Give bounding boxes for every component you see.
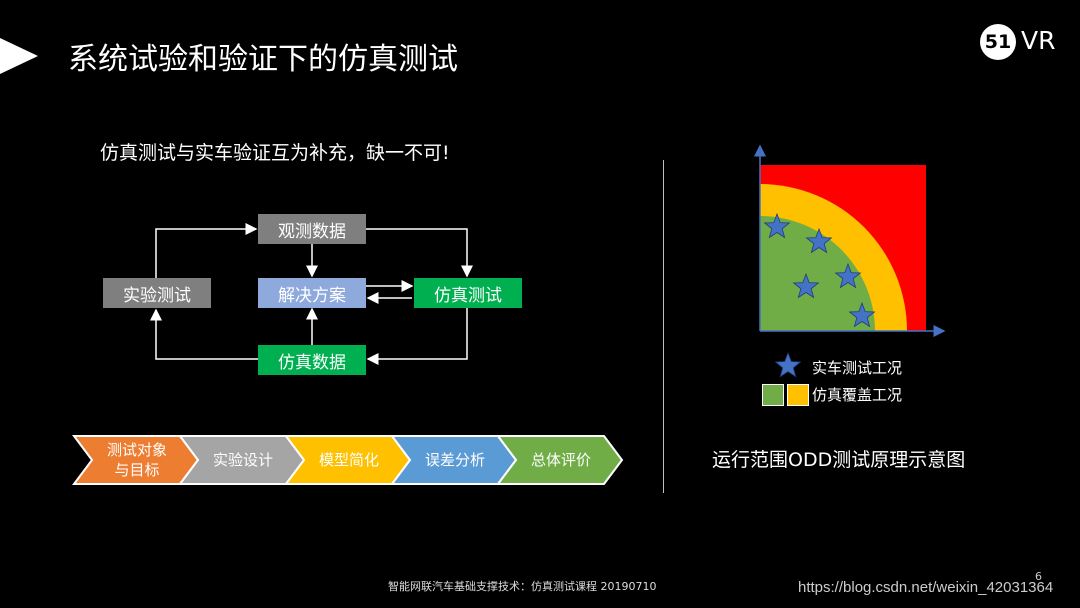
legend-green-swatch bbox=[762, 384, 784, 406]
box-observe-data: 观测数据 bbox=[258, 214, 366, 244]
vertical-divider bbox=[663, 160, 664, 493]
odd-caption: 运行范围ODD测试原理示意图 bbox=[712, 449, 966, 471]
arrow-observe-to-simtest bbox=[366, 228, 473, 278]
arrow-simtest-to-simdata bbox=[366, 307, 468, 365]
arrow-simdata-to-experiment bbox=[150, 308, 258, 360]
process-step-3: 模型简化 bbox=[318, 450, 379, 469]
legend-sim-coverage-label: 仿真覆盖工况 bbox=[812, 386, 903, 404]
odd-star-icon bbox=[805, 227, 833, 254]
process-step-2: 实验设计 bbox=[212, 450, 273, 469]
chevron-5 bbox=[496, 435, 624, 485]
logo-mark: 51 bbox=[980, 24, 1016, 60]
box-sim-data: 仿真数据 bbox=[258, 345, 366, 375]
slide-marker-triangle bbox=[0, 38, 38, 74]
box-solution: 解决方案 bbox=[258, 278, 366, 308]
odd-star-icon bbox=[763, 212, 791, 239]
process-chevrons bbox=[72, 435, 624, 485]
box-experiment-test: 实验测试 bbox=[103, 278, 211, 308]
odd-star-icon bbox=[834, 262, 862, 289]
arrow-experiment-to-observe bbox=[155, 223, 258, 278]
process-step-4: 误差分析 bbox=[424, 450, 485, 469]
logo-text: VR bbox=[1021, 26, 1056, 55]
page-number: 6 bbox=[1035, 570, 1042, 583]
process-step-1: 测试对象 与目标 bbox=[106, 440, 167, 479]
odd-star-icon bbox=[848, 301, 876, 328]
odd-green-region bbox=[760, 216, 875, 331]
slide-title: 系统试验和验证下的仿真测试 bbox=[68, 42, 458, 77]
legend-star-icon bbox=[774, 352, 802, 378]
box-sim-test: 仿真测试 bbox=[414, 278, 522, 308]
process-step-5: 总体评价 bbox=[530, 450, 591, 469]
legend-yellow-swatch bbox=[787, 384, 809, 406]
odd-star-icon bbox=[792, 272, 820, 299]
legend-real-vehicle-label: 实车测试工况 bbox=[812, 359, 903, 377]
footer-text: 智能网联汽车基础支撑技术：仿真测试课程 20190710 bbox=[388, 580, 657, 593]
subtitle: 仿真测试与实车验证互为补充，缺一不可! bbox=[100, 142, 450, 164]
odd-diagram bbox=[754, 144, 946, 337]
watermark: https://blog.csdn.net/weixin_42031364 bbox=[798, 579, 1054, 596]
